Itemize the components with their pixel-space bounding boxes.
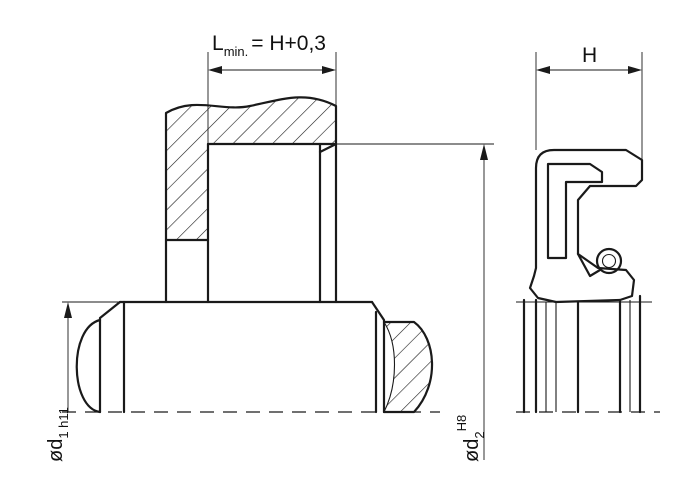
d2-subscript: 2 <box>472 431 487 438</box>
h-arrow-left <box>536 66 550 74</box>
garter-spring-outer <box>595 247 623 275</box>
shaft <box>62 300 440 414</box>
housing-hatch-area <box>166 97 336 240</box>
shaft-left-chamfer <box>98 300 122 414</box>
d2-superscript: H8 <box>454 415 469 432</box>
h-label: H <box>582 44 597 67</box>
dimension-d2: ød2H8 <box>336 143 494 462</box>
lmin-arrow-left <box>208 66 222 74</box>
lmin-letter: L <box>212 32 224 55</box>
lmin-formula: = H+0,3 <box>251 32 326 55</box>
garter-spring-inner <box>601 253 617 269</box>
dimension-h: H <box>535 44 643 160</box>
d2-arrow <box>480 144 488 160</box>
d1-label: ød1 h11 <box>45 407 71 462</box>
lmin-label: Lmin.= H+0,3 <box>212 32 326 59</box>
shaft-right-break-hatch <box>384 322 433 412</box>
d1-subscript: 1 h11 <box>56 407 71 439</box>
seal-steel-insert <box>548 164 602 258</box>
lmin-arrow-right <box>322 66 336 74</box>
seal-lip-notch <box>576 252 602 278</box>
shaft-right-break <box>382 320 434 414</box>
dimension-d1: ød1 h11 <box>45 302 72 462</box>
seal-rubber-body <box>528 148 644 304</box>
dimension-lmin: Lmin.= H+0,3 <box>207 32 337 144</box>
bore-chamfer <box>318 142 338 154</box>
d2-main: ød <box>461 439 483 462</box>
lmin-subscript: min. <box>224 44 249 59</box>
housing-section <box>164 96 338 304</box>
h-arrow-right <box>628 66 642 74</box>
shaft-right-chamfer <box>370 300 386 414</box>
shaft-right-break-inner <box>383 321 396 413</box>
oil-seal-section <box>516 148 660 414</box>
d1-main: ød <box>45 439 67 462</box>
housing-outline <box>164 96 338 304</box>
d2-label: ød2H8 <box>454 415 487 462</box>
seal-steel-hatch <box>546 162 604 260</box>
d1-arrow <box>64 302 72 318</box>
shaft-left-break <box>75 318 102 414</box>
